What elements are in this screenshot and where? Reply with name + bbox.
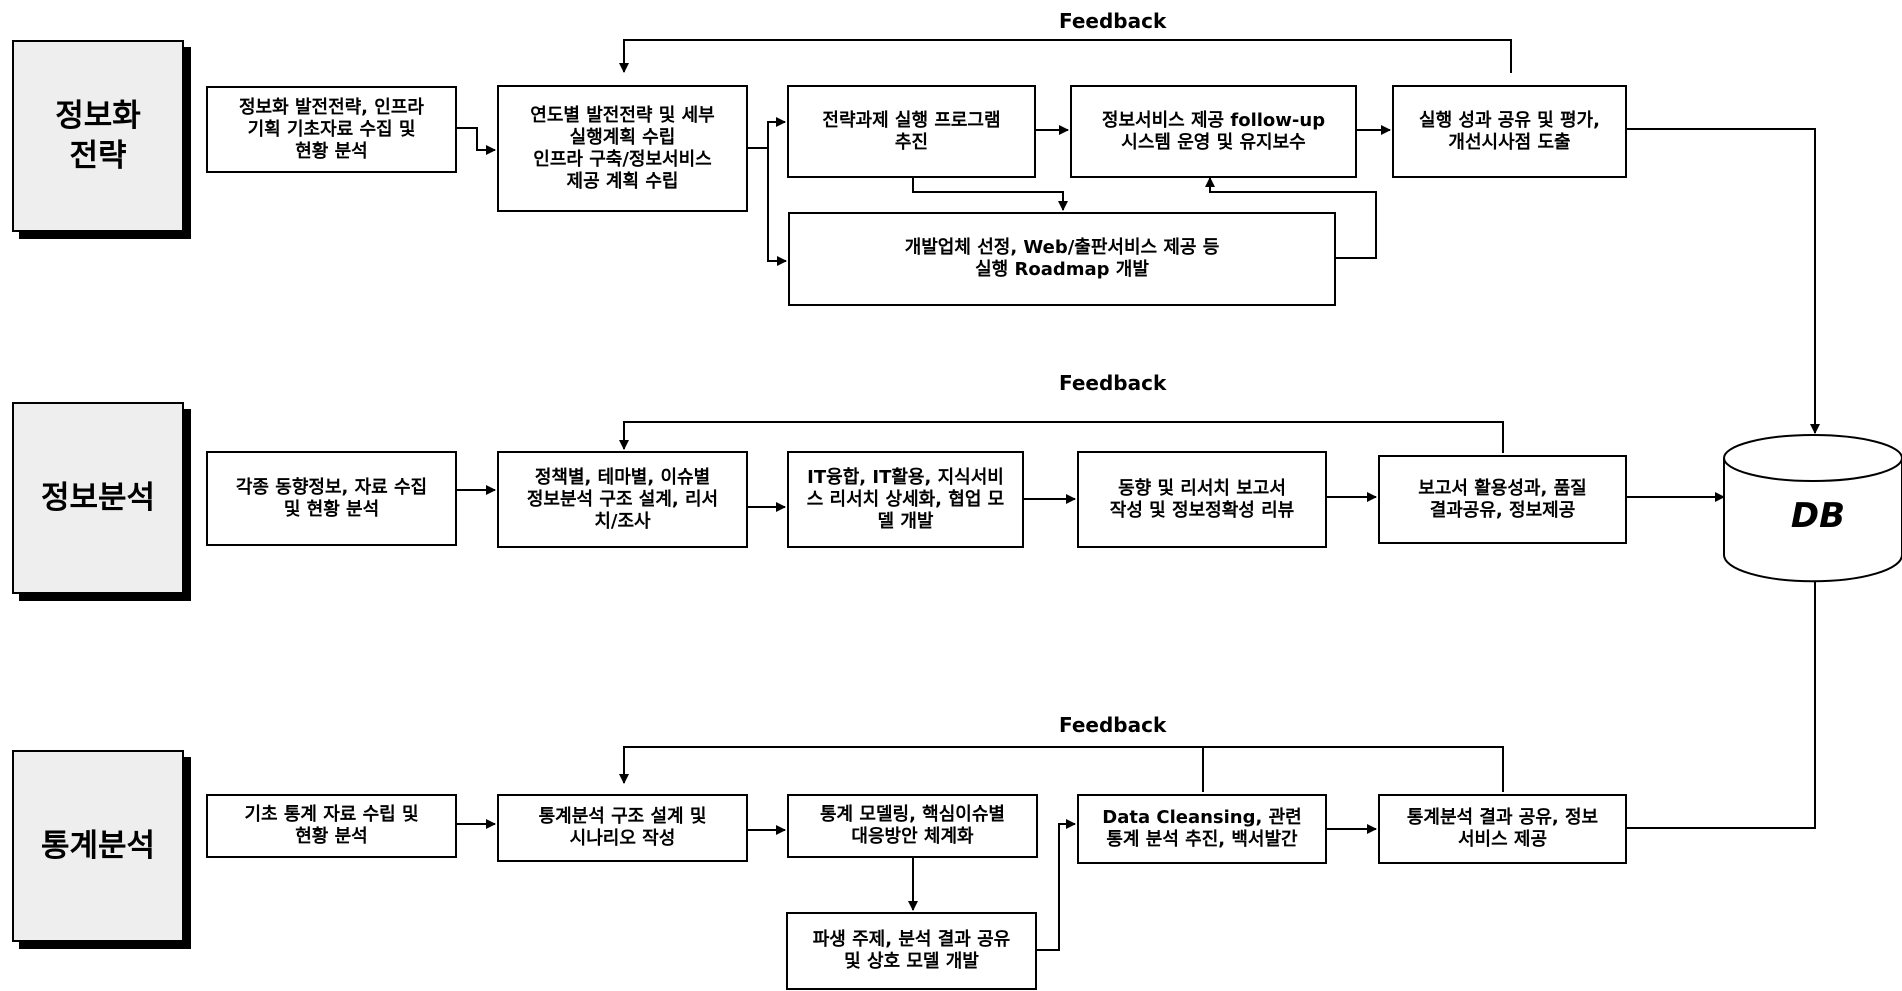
step-statistics-1: 기초 통계 자료 수립 및 현황 분석: [206, 794, 457, 858]
arrow-t5-db: [1627, 571, 1820, 829]
step-statistics-5: 통계분석 결과 공유, 정보 서비스 제공: [1378, 794, 1627, 864]
step-analysis-2: 정책별, 테마별, 이슈별 정보분석 구조 설계, 리서 치/조사: [497, 451, 748, 548]
row-label-analysis: 정보분석: [12, 402, 184, 594]
step-strategy-6: 개발업체 선정, Web/출판서비스 제공 등 실행 Roadmap 개발: [788, 212, 1336, 306]
database-label: DB: [1790, 496, 1846, 536]
arrow-s1-s2: [457, 127, 496, 155]
feedback-line-statistics: [619, 746, 1504, 792]
step-strategy-4: 정보서비스 제공 follow-up 시스템 운영 및 유지보수: [1070, 85, 1357, 178]
feedback-line-analysis: [619, 421, 1504, 453]
step-analysis-3: IT융합, IT활용, 지식서비 스 리서치 상세화, 협업 모 델 개발: [787, 451, 1024, 548]
feedback-label-analysis: Feedback: [1059, 371, 1167, 395]
step-strategy-1: 정보화 발전전략, 인프라 기획 기초자료 수집 및 현황 분석: [206, 86, 457, 173]
step-analysis-5: 보고서 활용성과, 품질 결과공유, 정보제공: [1378, 455, 1627, 544]
row-label-strategy: 정보화 전략: [12, 40, 184, 232]
arrow-s5-db: [1627, 128, 1820, 434]
step-statistics-2: 통계분석 구조 설계 및 시나리오 작성: [497, 794, 748, 862]
arrow-s6-s4: [1205, 177, 1377, 259]
step-analysis-1: 각종 동향정보, 자료 수집 및 현황 분석: [206, 451, 457, 546]
arrow-t6-t4: [1037, 819, 1076, 951]
step-statistics-6: 파생 주제, 분석 결과 공유 및 상호 모델 개발: [786, 912, 1037, 990]
feedback-label-statistics: Feedback: [1059, 713, 1167, 737]
step-analysis-4: 동향 및 리서치 보고서 작성 및 정보정확성 리뷰: [1077, 451, 1327, 548]
feedback-line-strategy: [619, 39, 1512, 73]
step-strategy-2: 연도별 발전전략 및 세부 실행계획 수립 인프라 구축/정보서비스 제공 계획…: [497, 85, 748, 212]
database-cylinder-icon: [1723, 434, 1902, 583]
step-statistics-3: 통계 모델링, 핵심이슈별 대응방안 체계화: [787, 794, 1038, 858]
feedback-label-strategy: Feedback: [1059, 9, 1167, 33]
arrow-s2-s3: [748, 117, 786, 149]
arrow-s2-s6: [767, 148, 787, 266]
step-statistics-4: Data Cleansing, 관련 통계 분석 추진, 백서발간: [1077, 794, 1327, 864]
row-label-statistics: 통계분석: [12, 750, 184, 942]
step-strategy-3: 전략과제 실행 프로그램 추진: [787, 85, 1036, 178]
arrow-s3-s6: [912, 178, 1068, 211]
step-strategy-5: 실행 성과 공유 및 평가, 개선시사점 도출: [1392, 85, 1627, 178]
